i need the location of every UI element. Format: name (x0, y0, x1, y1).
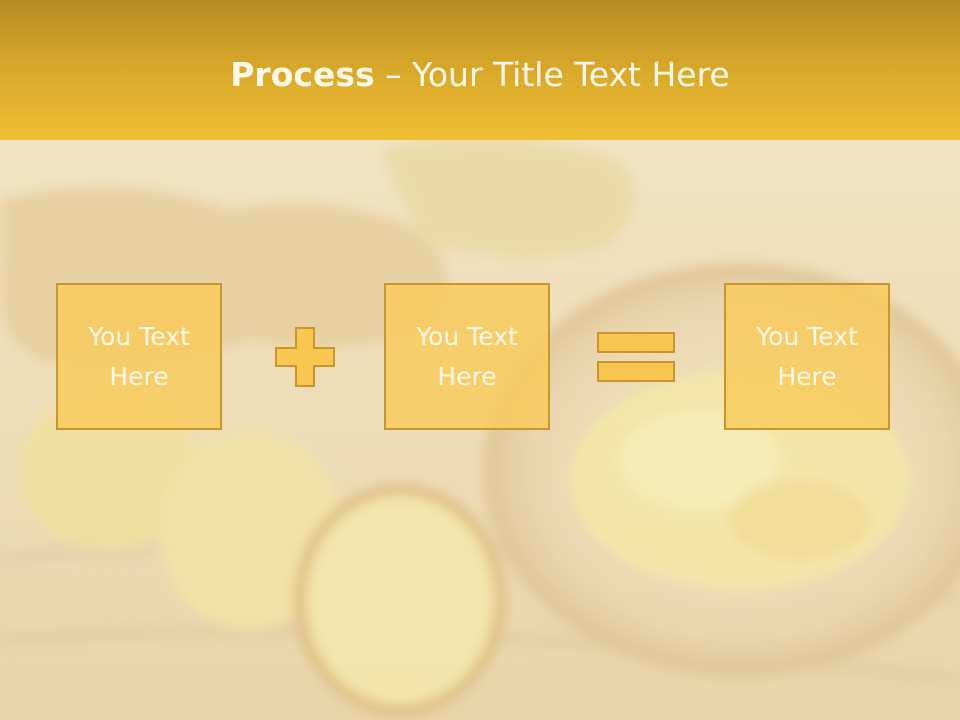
plus-icon (275, 327, 335, 387)
equals-icon (597, 332, 675, 382)
title-rest: – Your Title Text Here (374, 55, 730, 94)
slide-title[interactable]: Process – Your Title Text Here (0, 55, 960, 94)
title-bar: Process – Your Title Text Here (0, 0, 960, 140)
title-bold: Process (230, 55, 375, 94)
